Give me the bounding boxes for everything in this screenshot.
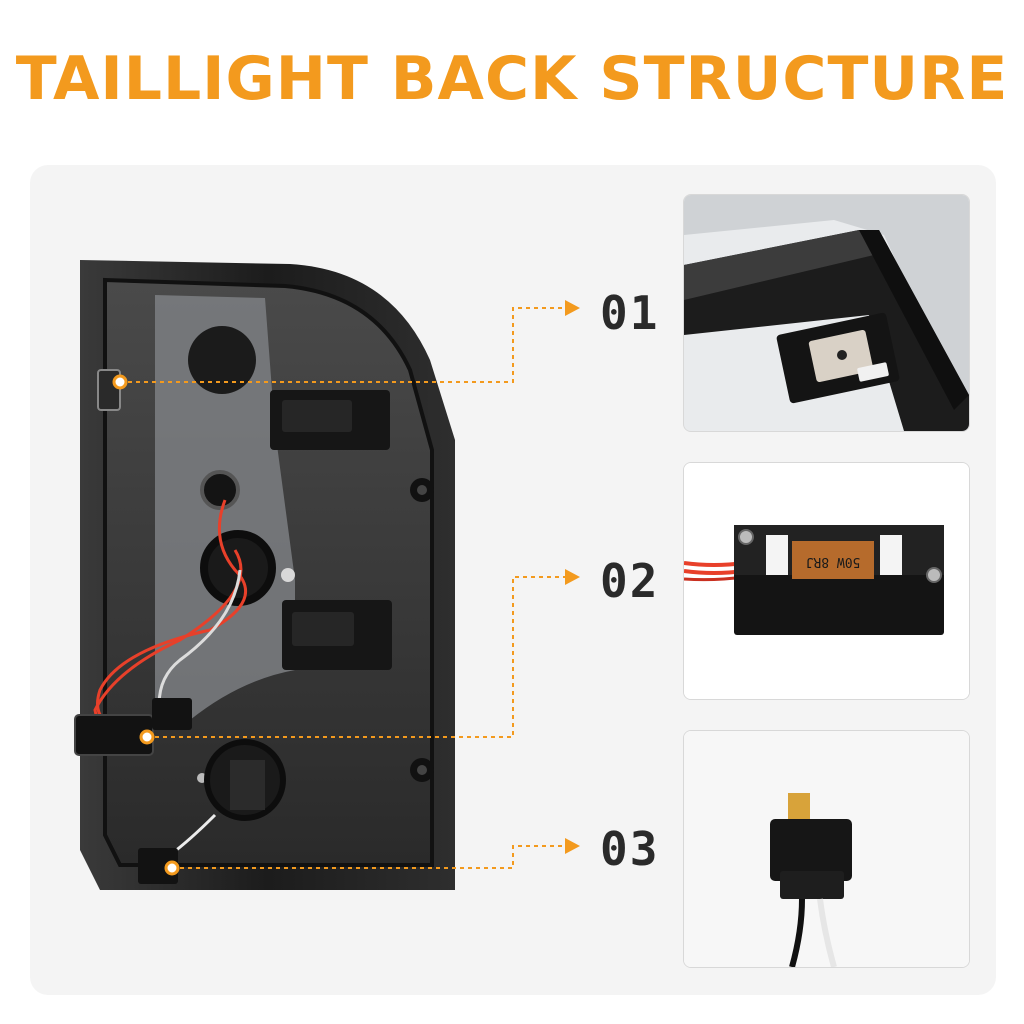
page-title: TAILLIGHT BACK STRUCTURE <box>15 44 1009 114</box>
taillight-back-image <box>74 260 455 890</box>
callout-number-02: 02 <box>600 554 660 608</box>
detail-image-load-resistor: 50W 8RJ <box>683 462 970 700</box>
detail-image-wire-connector <box>683 730 970 968</box>
callout-number-03: 03 <box>600 822 660 876</box>
resistor-rating-label: 50W 8RJ <box>806 554 861 569</box>
detail-image-mounting-clip <box>683 194 970 432</box>
callout-number-01: 01 <box>600 286 660 340</box>
